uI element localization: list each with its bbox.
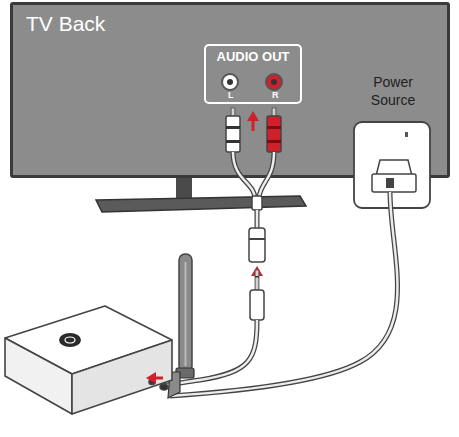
insert-arrow: [146, 372, 163, 384]
panel-title: TV Back: [13, 5, 447, 37]
transmitter-box: [5, 306, 172, 414]
channel-label: R: [272, 90, 279, 101]
audio-plug: [160, 270, 264, 386]
tv-stand: [96, 178, 306, 212]
device-label: Power Source: [362, 74, 424, 109]
channel-label: L: [228, 90, 234, 101]
audio-jacks: [222, 74, 282, 90]
audio-out-panel: AUDIO OUT L R: [204, 44, 302, 104]
port-label: AUDIO OUT: [206, 46, 300, 65]
rca-plugs: [226, 108, 281, 152]
power-outlet: [170, 122, 430, 396]
y-cable: [233, 152, 274, 262]
